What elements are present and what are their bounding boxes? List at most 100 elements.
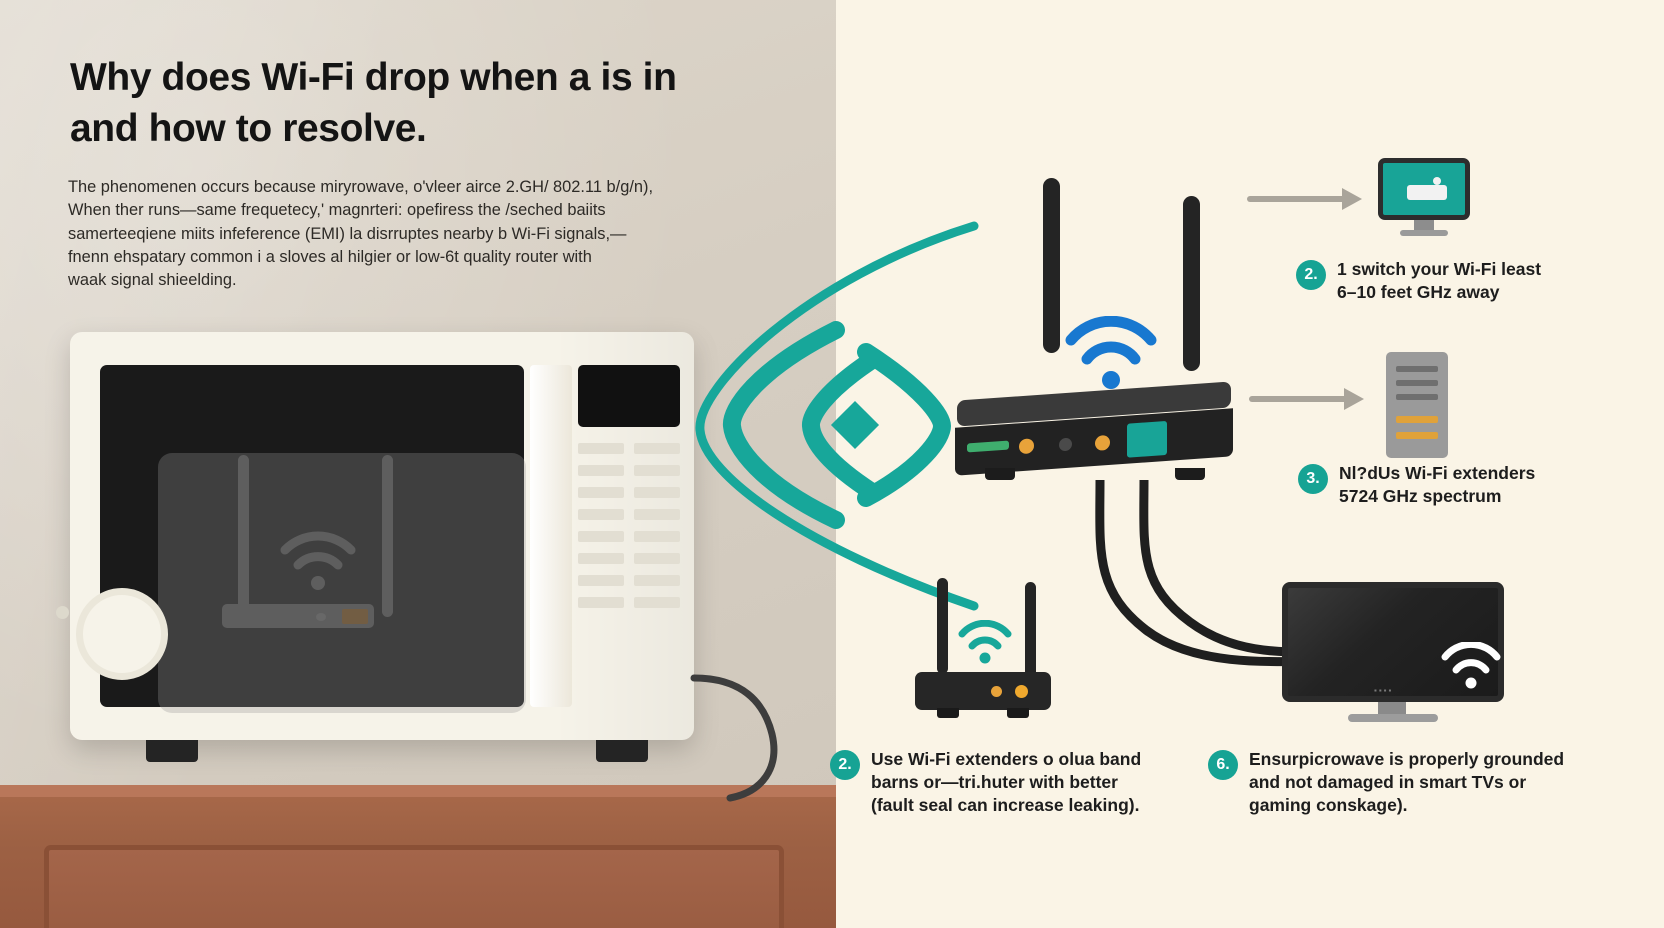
callout-line: Use Wi-Fi extenders o olua band bbox=[871, 749, 1142, 769]
microwave-dial bbox=[76, 588, 168, 680]
wifi-icon bbox=[1441, 642, 1501, 689]
callout-text: Use Wi-Fi extenders o olua band barns or… bbox=[871, 748, 1141, 816]
keypad-button bbox=[634, 531, 680, 542]
table-edge bbox=[0, 785, 836, 797]
callout-badge: 6. bbox=[1208, 750, 1238, 780]
smart-tv-icon: ▪▪▪▪ bbox=[1282, 582, 1504, 730]
extender-led-2 bbox=[1015, 685, 1028, 698]
extender-antenna-left bbox=[937, 578, 948, 674]
keypad-button bbox=[578, 465, 624, 476]
body-line-5: waak signal shieelding. bbox=[68, 271, 237, 290]
microwave-foot bbox=[596, 740, 648, 762]
table-drawer bbox=[44, 845, 784, 928]
monitor-dot-glyph bbox=[1433, 177, 1441, 185]
router-antenna-right bbox=[1183, 196, 1200, 371]
keypad-button bbox=[634, 597, 680, 608]
page-title: Why does Wi-Fi drop when a is in and how… bbox=[70, 56, 677, 151]
callout-text: 1 switch your Wi-Fi least 6–10 feet GHz … bbox=[1337, 258, 1541, 304]
monitor-router-glyph bbox=[1407, 185, 1447, 200]
callout-line: Ensurpicrowave is properly grounded bbox=[1249, 749, 1565, 769]
tv-base bbox=[1348, 714, 1438, 722]
interference-wave-large bbox=[695, 221, 979, 611]
keypad-button bbox=[578, 443, 624, 454]
tower-vent bbox=[1396, 366, 1438, 372]
callout-line: and not damaged in smart TVs or bbox=[1249, 771, 1527, 792]
wifi-icon bbox=[1065, 316, 1157, 389]
keypad-button bbox=[578, 531, 624, 542]
router-antenna-left bbox=[1043, 178, 1060, 353]
keypad-button bbox=[634, 443, 680, 454]
tower-indicator bbox=[1396, 416, 1438, 423]
pc-tower-icon bbox=[1386, 352, 1448, 458]
tv-stand bbox=[1378, 702, 1406, 716]
ghost-antenna bbox=[238, 455, 249, 617]
wifi-router bbox=[955, 168, 1255, 498]
microwave-keypad bbox=[578, 443, 680, 619]
ghost-led-grey bbox=[316, 613, 326, 621]
tower-vent bbox=[1396, 380, 1438, 386]
callout-3-middle: 3. Nl?dUs Wi-Fi extenders 5724 GHz spect… bbox=[1298, 462, 1535, 508]
tower-body bbox=[1386, 352, 1448, 458]
router-led-amber-2 bbox=[1095, 434, 1110, 451]
callout-6-bottom-right: 6. Ensurpicrowave is properly grounded a… bbox=[1208, 748, 1564, 816]
body-line-3: samerteeqiene miits infeference (EMI) la… bbox=[68, 224, 627, 243]
callout-line: gaming conskage). bbox=[1249, 794, 1408, 815]
wifi-icon bbox=[958, 620, 1012, 664]
keypad-button bbox=[634, 509, 680, 520]
extender-body bbox=[915, 672, 1051, 710]
ghost-router-body bbox=[222, 604, 374, 628]
extender-foot bbox=[1007, 708, 1029, 718]
interference-wave-medium bbox=[722, 321, 845, 529]
microwave-handle bbox=[530, 365, 572, 707]
callout-2-top: 2. 1 switch your Wi-Fi least 6–10 feet G… bbox=[1296, 258, 1541, 304]
body-line-1: The phenomenen occurs because miryrowave… bbox=[68, 178, 653, 196]
interference-diamond bbox=[830, 400, 880, 450]
keypad-button bbox=[578, 575, 624, 586]
keypad-button bbox=[578, 487, 624, 498]
callout-2-bottom-left: 2. Use Wi-Fi extenders o olua band barns… bbox=[830, 748, 1141, 816]
callout-badge: 2. bbox=[830, 750, 860, 780]
router-teal-port bbox=[1127, 420, 1167, 458]
callout-badge: 2. bbox=[1296, 260, 1326, 290]
microwave-window bbox=[158, 453, 526, 713]
tower-indicator bbox=[1396, 432, 1438, 439]
keypad-button bbox=[578, 509, 624, 520]
tv-screen bbox=[1282, 582, 1504, 702]
monitor-icon bbox=[1378, 158, 1470, 240]
power-cord bbox=[690, 674, 778, 802]
keypad-button bbox=[634, 575, 680, 586]
microwave-display bbox=[578, 365, 680, 427]
monitor-stand bbox=[1414, 220, 1434, 231]
router-led-off bbox=[1059, 437, 1072, 452]
callout-line: barns or—tri.huter with better bbox=[871, 771, 1118, 792]
router-foot bbox=[985, 468, 1015, 480]
callout-line: Nl?dUs Wi-Fi extenders bbox=[1339, 463, 1536, 483]
keypad-button bbox=[578, 553, 624, 564]
microwave-door bbox=[100, 365, 526, 713]
keypad-button bbox=[578, 597, 624, 608]
wifi-extender bbox=[915, 578, 1065, 738]
callout-line: (fault seal can increase leaking). bbox=[871, 794, 1140, 815]
body-line-2: When ther runs—same frequetecy,' magnrte… bbox=[68, 201, 606, 220]
callout-text: Nl?dUs Wi-Fi extenders 5724 GHz spectrum bbox=[1339, 462, 1535, 508]
arrow-to-monitor-icon bbox=[1247, 188, 1362, 210]
callout-badge: 3. bbox=[1298, 464, 1328, 494]
router-foot bbox=[1175, 468, 1205, 480]
left-illustration-panel: Why does Wi-Fi drop when a is in and how… bbox=[0, 0, 836, 928]
ghost-led-amber bbox=[342, 609, 368, 624]
callout-line: 6–10 feet GHz away bbox=[1337, 281, 1500, 302]
tower-vent bbox=[1396, 394, 1438, 400]
wifi-icon bbox=[280, 531, 356, 590]
interference-wave-right-inner bbox=[857, 343, 952, 507]
microwave-foot bbox=[146, 740, 198, 762]
keypad-button bbox=[634, 553, 680, 564]
body-line-4: fnenn ehspatary common i a sloves al hil… bbox=[68, 247, 592, 266]
keypad-button bbox=[634, 487, 680, 498]
interference-wave-small bbox=[802, 351, 881, 500]
monitor-screen bbox=[1378, 158, 1470, 220]
extender-led-1 bbox=[991, 686, 1002, 697]
router-led-amber-1 bbox=[1019, 438, 1034, 455]
keypad-button bbox=[634, 465, 680, 476]
arrow-to-tower-icon bbox=[1249, 388, 1364, 410]
